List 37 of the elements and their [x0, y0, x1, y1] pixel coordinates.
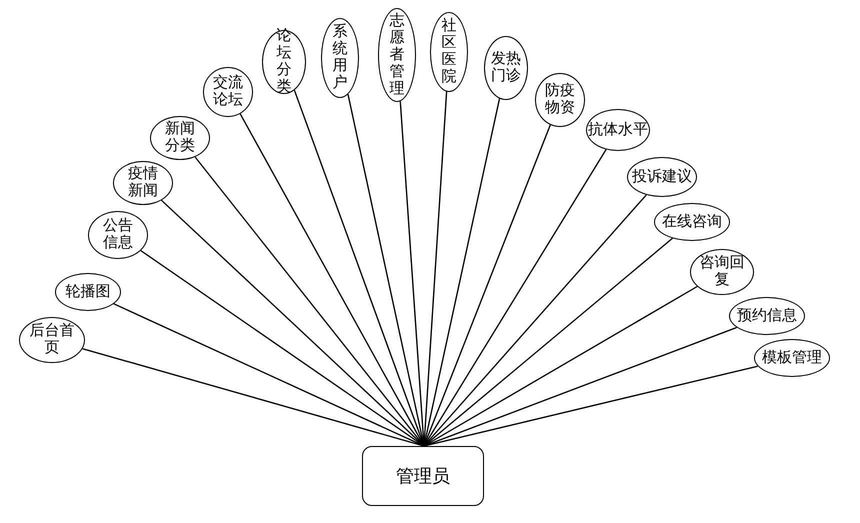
connector-line: [423, 149, 607, 446]
node-label: 志愿者管理: [389, 12, 405, 98]
node-label: 在线咨询: [661, 214, 723, 230]
ellipse: [55, 273, 121, 311]
connector-line: [424, 366, 758, 447]
ellipse: [690, 249, 754, 295]
node-label: 发热门诊: [490, 51, 522, 85]
ellipse: [754, 339, 830, 377]
connector-line: [82, 348, 424, 447]
connector-line: [424, 194, 647, 446]
node-label: 轮播图: [64, 284, 112, 300]
connector-line: [424, 286, 698, 447]
node-label: 新闻分类: [164, 121, 196, 155]
connector-line: [424, 238, 673, 446]
node-label: 模板管理: [761, 350, 823, 366]
ellipse: [586, 109, 650, 151]
ellipse: [729, 297, 805, 335]
node-label: 咨询回复: [699, 255, 745, 289]
node-label: 防疫物资: [544, 83, 576, 117]
node-label: 公告信息: [102, 218, 134, 252]
node-label: 抗体水平: [587, 122, 649, 138]
ellipse: [88, 211, 148, 259]
ellipse: [203, 67, 253, 117]
node-label: 疫情新闻: [127, 166, 159, 200]
ellipse: [535, 73, 585, 127]
connector-line: [194, 156, 424, 446]
role-box: [362, 446, 484, 506]
node-label: 预约信息: [736, 308, 798, 324]
node-label: 投诉建议: [631, 168, 693, 186]
node-label: 交流论坛: [212, 75, 244, 109]
node-label: 后台首页: [29, 323, 75, 357]
node-label: 系统用户: [332, 24, 348, 92]
connector-line: [161, 200, 424, 446]
ellipse: [262, 30, 306, 94]
node-label: 管理员: [396, 465, 450, 488]
node-label: 论坛分类: [276, 28, 292, 96]
node-label: 社区医院: [441, 18, 457, 86]
